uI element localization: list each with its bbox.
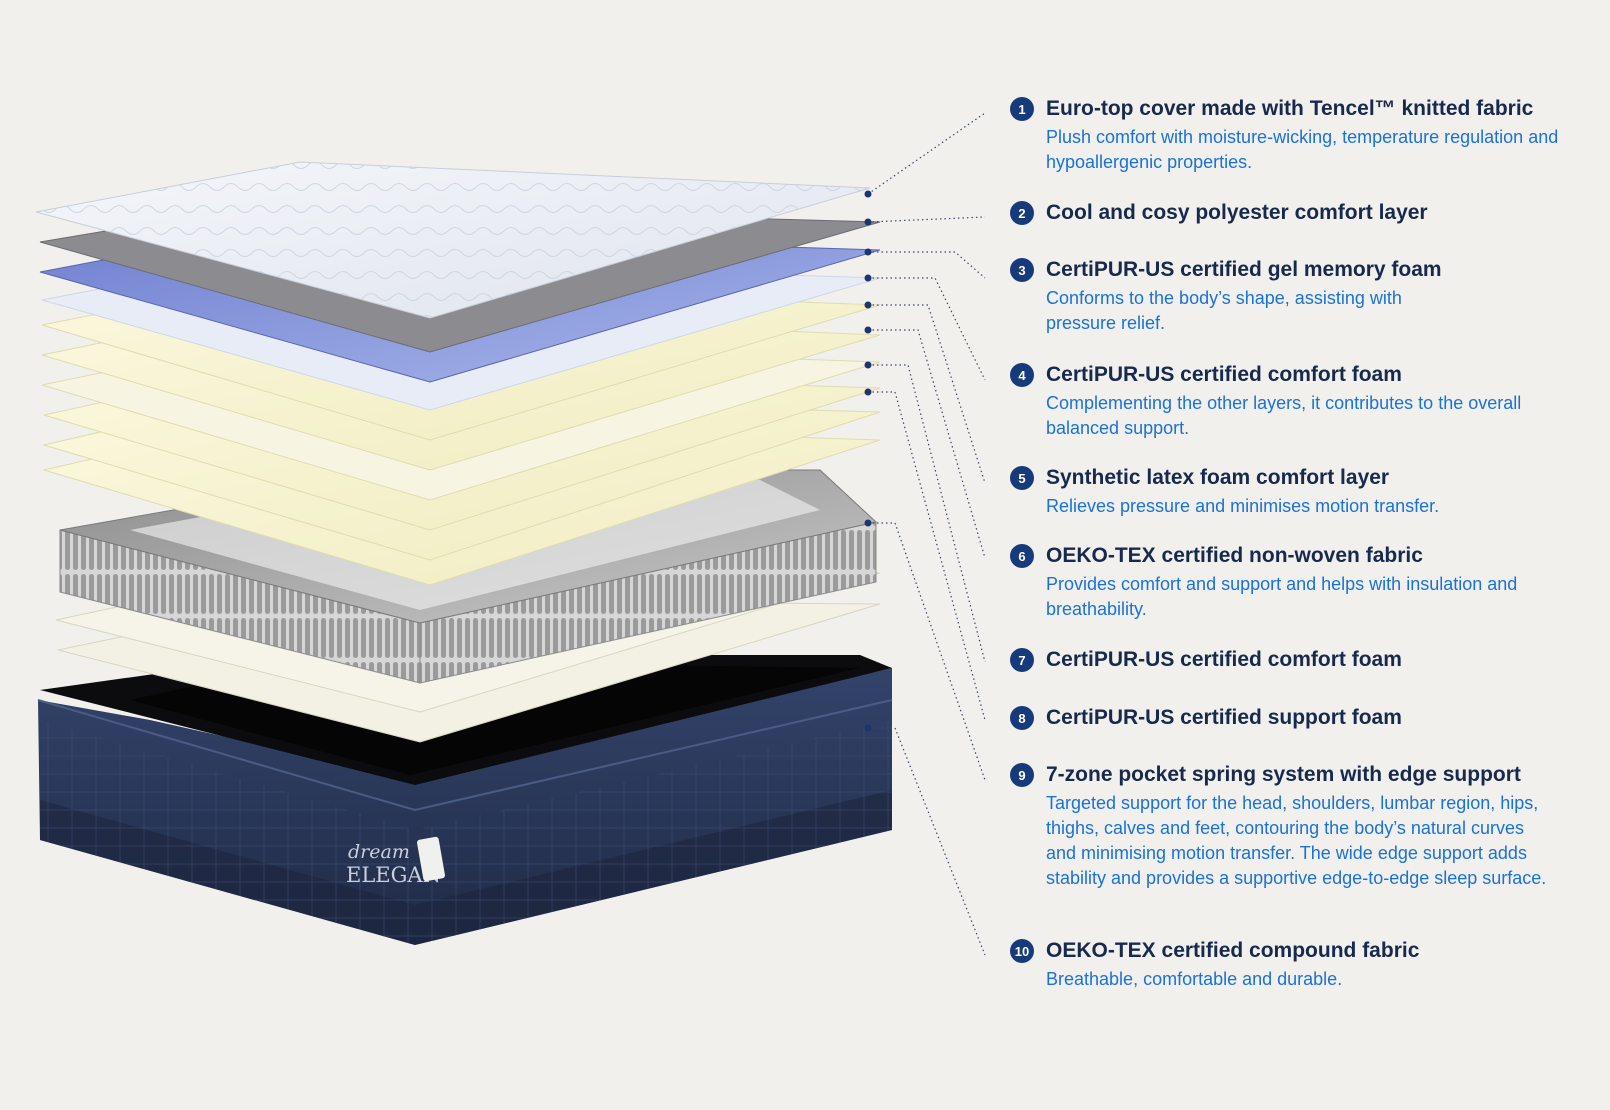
callout-title: Cool and cosy polyester comfort layer [1046,201,1428,224]
callout-description: Provides comfort and support and helps w… [1046,574,1518,619]
callout-description: Plush comfort with moisture-wicking, tem… [1046,127,1559,172]
callout-description: Breathable, comfortable and durable. [1046,969,1343,989]
callout-2: 2 Cool and cosy polyester comfort layer [1010,201,1570,225]
callout-10: 10 OEKO-TEX certified compound fabric Bre… [1010,939,1570,992]
leader-dot-10 [864,724,872,732]
badge-8: 8 [1010,706,1034,730]
callout-4: 4 CertiPUR-US certified comfort foam Comp… [1010,363,1570,441]
leader-dot-4 [864,274,872,282]
callout-title: CertiPUR-US certified gel memory foam [1046,258,1442,281]
leader-dot-9 [864,519,872,527]
callout-description: Conforms to the body’s shape, assisting … [1046,288,1402,333]
callout-description: Complementing the other layers, it contr… [1046,393,1522,438]
leader-dot-5 [864,301,872,309]
badge-9: 9 [1010,763,1034,787]
callout-title: OEKO-TEX certified non-woven fabric [1046,544,1423,567]
callout-6: 6 OEKO-TEX certified non-woven fabric Pro… [1010,544,1570,622]
callout-8: 8 CertiPUR-US certified support foam [1010,706,1570,730]
callout-title: OEKO-TEX certified compound fabric [1046,939,1420,962]
leader-dot-1 [864,190,872,198]
badge-3: 3 [1010,258,1034,282]
callout-title: 7-zone pocket spring system with edge su… [1046,763,1521,786]
callout-9: 9 7-zone pocket spring system with edge s… [1010,763,1570,891]
callout-title: CertiPUR-US certified support foam [1046,706,1402,729]
badge-10: 10 [1010,939,1034,963]
badge-6: 6 [1010,544,1034,568]
badge-4: 4 [1010,363,1034,387]
callout-5: 5 Synthetic latex foam comfort layer Reli… [1010,466,1570,519]
badge-5: 5 [1010,466,1034,490]
brand-line1: dream [348,841,410,863]
leader-dot-3 [864,248,872,256]
euro-top-cover [35,161,871,319]
badge-7: 7 [1010,648,1034,672]
leader-dot-7 [864,361,872,369]
leader-lines [864,112,986,956]
callout-title: CertiPUR-US certified comfort foam [1046,363,1402,386]
callout-title: Synthetic latex foam comfort layer [1046,466,1390,489]
leader-dot-8 [864,388,872,396]
callout-3: 3 CertiPUR-US certified gel memory foam C… [1010,258,1570,336]
leader-dot-6 [864,326,872,334]
leader-dot-2 [864,218,872,226]
callout-1: 1 Euro-top cover made with Tencel™ knitte… [1010,97,1570,175]
badge-2: 2 [1010,201,1034,225]
callout-title: CertiPUR-US certified comfort foam [1046,648,1402,671]
hang-tag [416,836,446,882]
callout-description: Relieves pressure and minimises motion t… [1046,496,1440,516]
callout-description: Targeted support for the head, shoulders… [1046,793,1547,888]
badge-1: 1 [1010,97,1034,121]
callout-title: Euro-top cover made with Tencel™ knitted… [1046,97,1534,120]
callout-7: 7 CertiPUR-US certified comfort foam [1010,648,1570,672]
